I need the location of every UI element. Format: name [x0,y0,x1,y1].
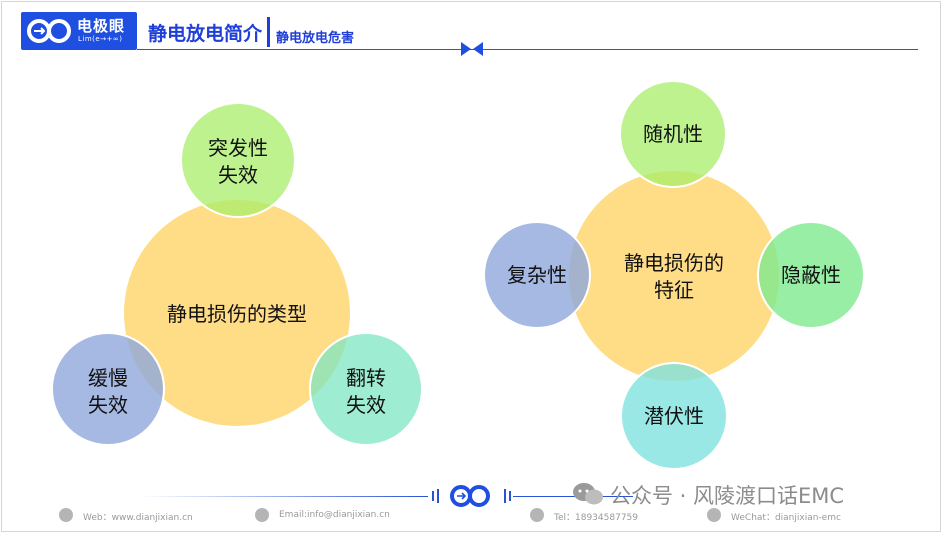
slow-failure-line2: 失效 [88,393,128,417]
phone-icon [530,508,544,522]
features-center-circle [569,171,779,381]
randomness-label: 随机性 [643,122,703,146]
sudden-failure-line1: 突发性 [208,136,268,160]
features-center-line1: 静电损伤的 [624,251,724,275]
footer-rule-right [513,496,633,497]
footer-ticks-right-icon [504,489,511,503]
footer-email-text: Email:info@dianjixian.cn [279,510,390,520]
sudden-failure-line2: 失效 [218,163,258,187]
footer-wechat-text: WeChat：dianjixian-emc [731,513,841,523]
chat-bubble-icon [573,483,603,505]
wechat-icon [707,508,721,522]
monitor-icon [59,508,73,522]
slow-failure-line1: 缓慢 [88,366,128,390]
types-center-label: 静电损伤的类型 [167,302,307,326]
header-rule [137,49,918,50]
sudden-failure-circle [180,102,296,218]
mail-icon [255,508,269,522]
flip-failure-circle [309,332,423,446]
types-center-circle [124,200,350,426]
latency-label: 潜伏性 [644,404,704,428]
title-divider [267,17,270,47]
flip-failure-line1: 翻转 [346,366,386,390]
flip-failure-line2: 失效 [346,393,386,417]
bowtie-icon [461,42,483,56]
latency-circle [620,362,728,470]
footer-tel-text: Tel：18934587759 [554,513,638,523]
logo-english-text: Lim(e→+∞) [78,35,123,43]
damage-features-diagram: 静电损伤的 特征 随机性 隐蔽性 潜伏性 复杂性 [483,80,865,470]
concealment-circle [757,221,865,329]
page-subtitle: 静电放电危害 [276,31,355,46]
complexity-label: 复杂性 [507,263,567,287]
damage-types-diagram: 静电损伤的类型 突发性 失效 缓慢 失效 翻转 失效 [51,102,423,446]
footer-ticks-left-icon [432,489,439,503]
infinity-logo-icon [27,19,71,43]
features-center-line2: 特征 [654,278,694,302]
brand-logo: 电极眼 Lim(e→+∞) [21,12,137,50]
footer-rule-left [140,496,428,497]
randomness-circle [619,80,727,188]
footer-web-text: Web：www.dianjixian.cn [83,513,193,523]
watermark-text: 公众号 · 风陵渡口话EMC [610,484,845,508]
logo-chinese-text: 电极眼 [77,17,126,35]
slow-failure-circle [51,332,165,446]
page-title: 静电放电简介 [148,23,263,45]
complexity-circle [483,221,591,329]
concealment-label: 隐蔽性 [781,263,841,287]
footer-infinity-logo-icon [450,485,490,507]
